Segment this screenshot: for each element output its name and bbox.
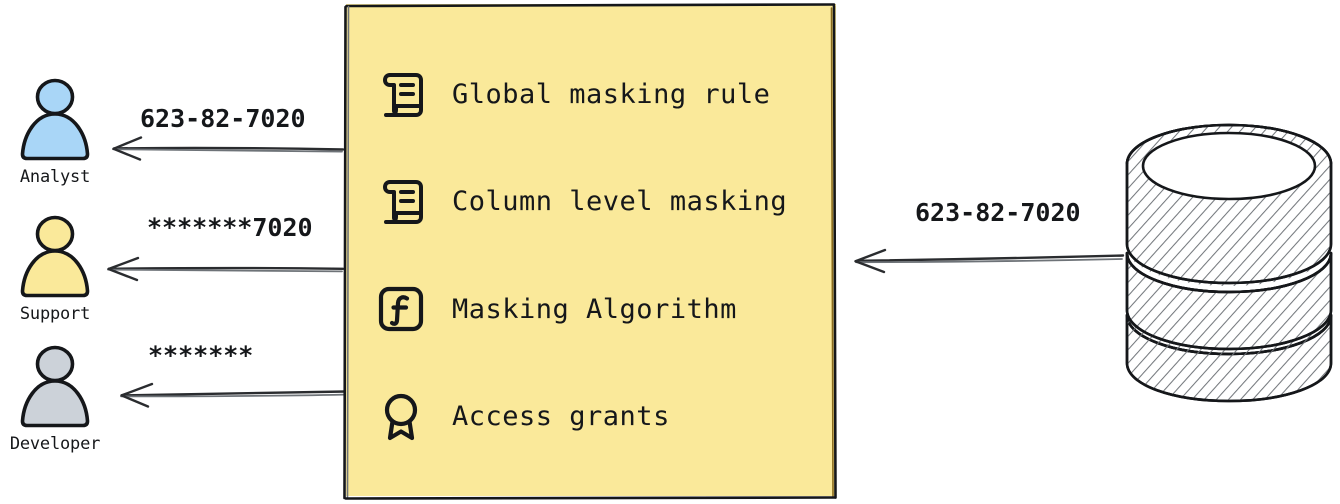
consumer-label: Support — [19, 304, 91, 324]
masking-policy-card: Global masking rule Column level masking — [343, 3, 837, 500]
policy-row-label: Column level masking — [452, 185, 788, 217]
flow-value-source: 623-82-7020 — [915, 198, 1081, 227]
policy-row-label: Masking Algorithm — [452, 293, 737, 325]
flow-value-analyst: 623-82-7020 — [140, 104, 306, 133]
flow-value-support: *******7020 — [147, 213, 313, 242]
policy-row-label: Access grants — [452, 400, 670, 432]
consumer-label: Developer — [9, 434, 101, 454]
scroll-icon — [383, 180, 423, 224]
consumer-analyst: Analyst — [0, 78, 110, 187]
person-icon — [20, 345, 90, 428]
database-icon — [1118, 118, 1340, 408]
arrow-left-icon — [112, 136, 345, 161]
policy-row[interactable]: Column level masking — [376, 169, 787, 233]
consumer-support: Support — [0, 215, 110, 324]
arrow-left-icon — [120, 382, 348, 408]
policy-row-label: Global masking rule — [452, 78, 771, 110]
consumer-label: Analyst — [19, 167, 91, 187]
arrow-left-icon — [107, 256, 345, 282]
policy-row-list: Global masking rule Column level masking — [346, 4, 836, 496]
award-icon — [384, 393, 418, 441]
person-icon — [20, 78, 90, 161]
function-box-icon — [378, 286, 424, 332]
policy-row[interactable]: Masking Algorithm — [376, 277, 737, 341]
flow-value-developer: ******* — [148, 341, 254, 370]
scroll-icon — [383, 73, 423, 117]
consumer-developer: Developer — [0, 345, 110, 454]
arrow-left-icon — [854, 248, 1125, 274]
policy-row[interactable]: Access grants — [376, 384, 670, 448]
policy-row[interactable]: Global masking rule — [376, 62, 770, 126]
person-icon — [20, 215, 90, 298]
